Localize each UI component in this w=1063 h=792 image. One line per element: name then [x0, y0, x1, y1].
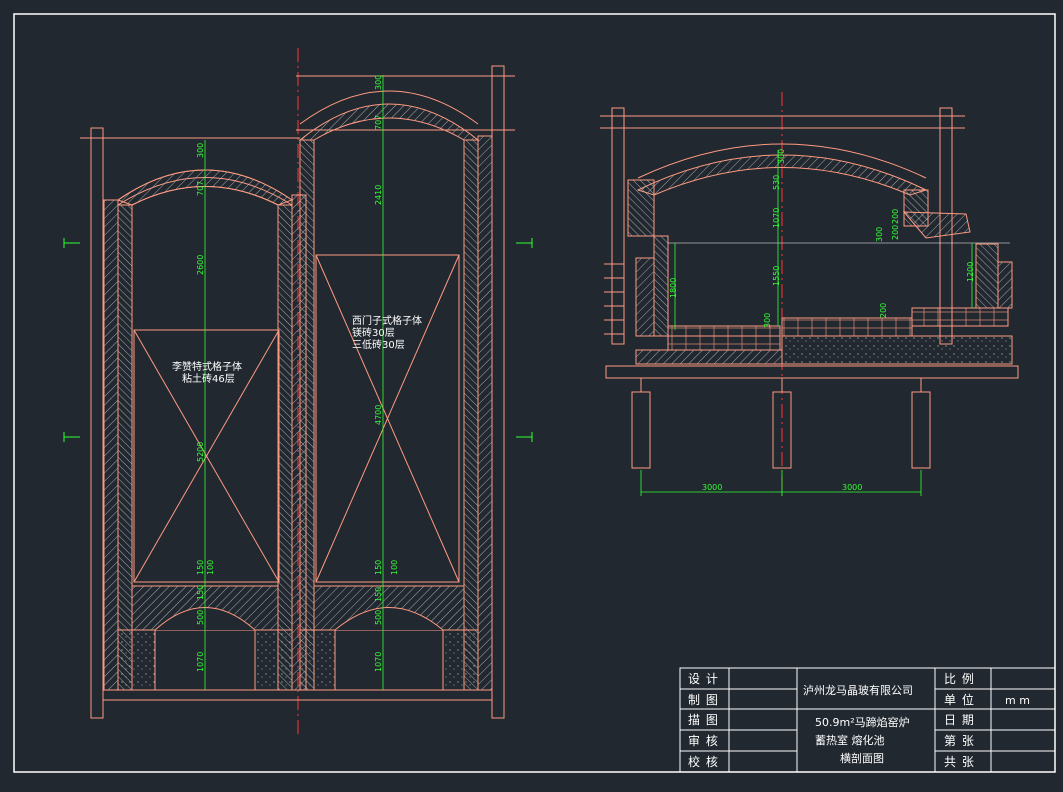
tank-wall-left: [653, 235, 669, 337]
dim-left-4: 150: [196, 560, 205, 575]
wall-middle: [277, 204, 293, 691]
dim-left-1: 707: [196, 181, 205, 196]
dim-width-right: 3000: [842, 483, 862, 492]
drawing-border: [13, 13, 1056, 773]
tb-role-2: 描 图: [688, 713, 719, 727]
dim-right-3: 4700: [374, 405, 383, 425]
dim-left-6: 150: [196, 585, 205, 600]
bottom-bricks-right: [781, 317, 913, 337]
tb-field-0: 比 例: [944, 672, 975, 686]
dim-right-1: 707: [374, 115, 383, 130]
dim-right-8: 1070: [374, 652, 383, 672]
dim-left-2: 2600: [196, 255, 205, 275]
checker-left: [133, 329, 280, 583]
column-3: [911, 391, 931, 469]
dim-lines-left: [204, 75, 384, 690]
dim-right-0: 300: [374, 75, 383, 90]
dim-melter-10: 200: [879, 303, 888, 318]
buckstay-left: [90, 127, 104, 719]
steel-beam: [605, 365, 1019, 379]
buckstay-right: [491, 65, 505, 719]
dim-melter-6: 300: [875, 227, 884, 242]
checker-right-label-3: 三低砖30层: [352, 338, 405, 351]
tb-unit-value: m m: [1005, 694, 1030, 707]
dim-right-2: 2410: [374, 185, 383, 205]
tb-field-1: 单 位: [944, 692, 975, 707]
title-block: [679, 667, 1056, 773]
dim-right-6: 150: [374, 587, 383, 602]
crown-right: [298, 103, 480, 141]
tb-company: 泸州龙马晶玻有限公司: [803, 683, 913, 697]
dim-right-5: 100: [390, 560, 399, 575]
dim-melter-4: 1800: [669, 278, 678, 298]
checker-left-label-1: 李赞特式格子体: [172, 360, 242, 373]
dim-left-8: 1070: [196, 652, 205, 672]
melter-section: [600, 92, 1019, 500]
dim-left-7: 500: [196, 610, 205, 625]
dims-left-group: 300 707 2600 5200 150 100 150 500 1070 3…: [196, 75, 399, 672]
dims-right-group: 300 530 1070 1550 1800 1200 300 200 200 …: [669, 149, 975, 492]
tb-role-0: 设 计: [688, 672, 719, 686]
tb-title-2: 蓄热室 熔化池: [815, 733, 885, 747]
wall-right-outer: [477, 135, 493, 691]
dim-right-7: 500: [374, 610, 383, 625]
dim-melter-5: 1200: [966, 262, 975, 282]
post-left: [611, 107, 625, 345]
port-right: [902, 211, 971, 239]
dim-lines-right: [640, 150, 973, 496]
column-1: [631, 391, 651, 469]
dim-left-5: 100: [206, 560, 215, 575]
tb-field-4: 共 张: [944, 755, 975, 769]
bottom-bricks-left: [667, 335, 781, 351]
dim-melter-1: 530: [772, 175, 781, 190]
tb-role-1: 制 图: [688, 693, 719, 707]
tb-field-3: 第 张: [944, 734, 975, 748]
checker-left-label-2: 粘土砖46层: [182, 372, 235, 385]
wall-left-outer: [103, 199, 119, 691]
dim-melter-7: 200: [891, 209, 900, 224]
checker-right: [315, 254, 460, 583]
dim-right-4: 150: [374, 560, 383, 575]
regenerator-section: [63, 48, 533, 736]
crown-left: [116, 169, 294, 206]
dim-width-left: 3000: [702, 483, 722, 492]
checker-right-label-2: 镁砖30层: [352, 326, 395, 339]
dim-melter-3: 1550: [772, 266, 781, 286]
breast-wall-left: [627, 179, 655, 237]
dim-melter-2: 1070: [772, 208, 781, 228]
tb-role-3: 审 核: [688, 733, 719, 748]
tb-title-1: 50.9m²马蹄焰窑炉: [815, 715, 910, 729]
tb-field-2: 日 期: [944, 713, 975, 727]
checker-right-label-1: 西门子式格子体: [352, 314, 422, 327]
tb-role-4: 校 核: [688, 754, 719, 769]
dim-left-0: 300: [196, 143, 205, 158]
dim-melter-8: 200: [891, 225, 900, 240]
dim-melter-0: 300: [777, 149, 786, 164]
dim-left-3: 5200: [196, 442, 205, 462]
tb-title-3: 横剖面图: [840, 751, 884, 765]
dim-melter-9: 300: [763, 313, 772, 328]
tank-wall-right: [975, 243, 999, 309]
